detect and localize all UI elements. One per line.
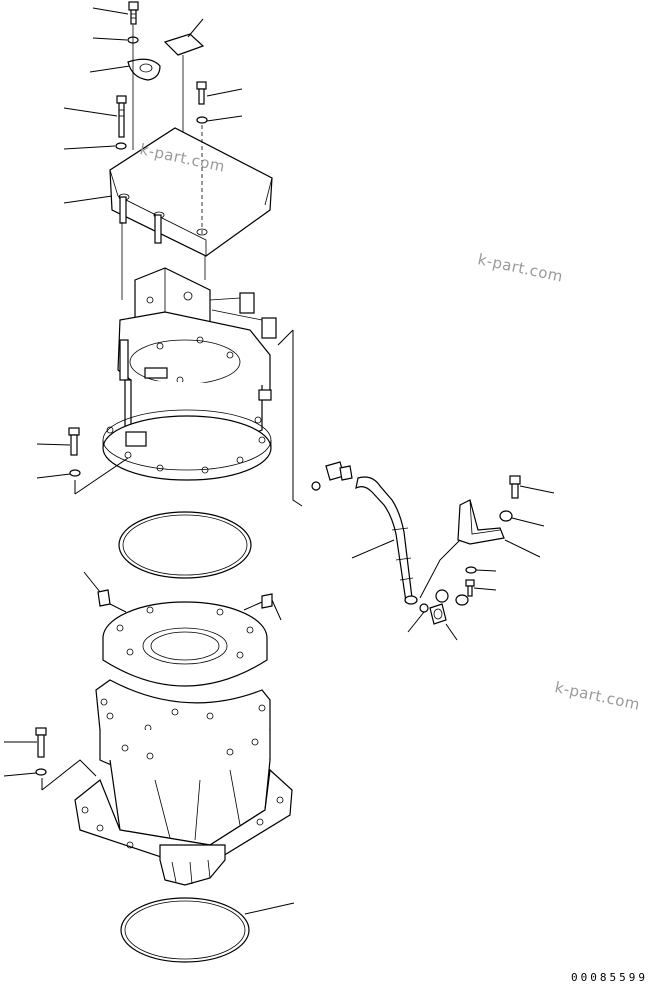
bottom-o-ring-inner — [124, 900, 246, 960]
leader-line — [3, 772, 37, 777]
leader-line — [351, 539, 395, 559]
leader-line — [407, 611, 425, 633]
motor-bolt — [68, 427, 80, 456]
leader-line — [206, 115, 243, 122]
leader-line — [36, 473, 71, 479]
hose-o-ring-a — [311, 481, 321, 491]
plate-bolt — [116, 95, 127, 138]
o-ring — [118, 511, 252, 579]
small-bolt — [465, 579, 475, 597]
leader-line — [187, 18, 204, 38]
clamp-bolt — [509, 475, 521, 499]
leader-line — [89, 65, 131, 73]
leader-line — [206, 88, 243, 97]
plug-left — [97, 589, 111, 607]
leader-line — [511, 517, 545, 527]
leader-line — [473, 587, 497, 591]
leader-line — [109, 603, 127, 613]
clamp-washer-a — [435, 589, 449, 603]
leader-line — [36, 443, 71, 446]
leader-line — [519, 485, 555, 494]
plug-right — [261, 593, 273, 609]
top-plate — [127, 58, 161, 81]
leader-line — [475, 569, 497, 572]
bottom-o-ring — [120, 897, 250, 963]
hose-connector — [429, 603, 447, 625]
base-washer — [35, 768, 47, 776]
cover-washer — [196, 116, 208, 124]
leader-line — [92, 7, 129, 15]
hose — [355, 476, 418, 605]
nut — [455, 594, 469, 606]
top-bolt — [128, 1, 139, 25]
hose-o-ring-b — [419, 603, 429, 613]
small-washer — [465, 566, 477, 574]
leader-line — [419, 539, 541, 599]
leader-line — [63, 107, 118, 117]
base-bolt — [35, 727, 47, 758]
swing-motor — [102, 267, 277, 481]
swing-machinery — [74, 601, 293, 886]
clamp-washer — [499, 510, 513, 522]
drawing-number: 00085599 — [571, 971, 648, 984]
leader-line — [244, 902, 295, 915]
label-tag — [163, 33, 205, 56]
leader-line — [41, 759, 97, 791]
cover-plate — [109, 125, 273, 300]
clamp-bracket — [457, 499, 505, 545]
motor-washer — [69, 469, 81, 477]
plate-washer — [115, 142, 127, 150]
leader-line — [271, 599, 282, 621]
o-ring-inner — [122, 514, 248, 576]
leader-line — [277, 329, 303, 507]
leader-line — [63, 195, 113, 204]
cover-bolt — [196, 81, 207, 105]
hose-elbow-fitting — [325, 461, 353, 481]
leader-line — [74, 457, 129, 495]
leader-line — [243, 601, 263, 611]
leader-line — [63, 145, 116, 150]
leader-line — [83, 571, 101, 593]
leader-line — [445, 623, 458, 641]
leader-line — [92, 37, 128, 41]
